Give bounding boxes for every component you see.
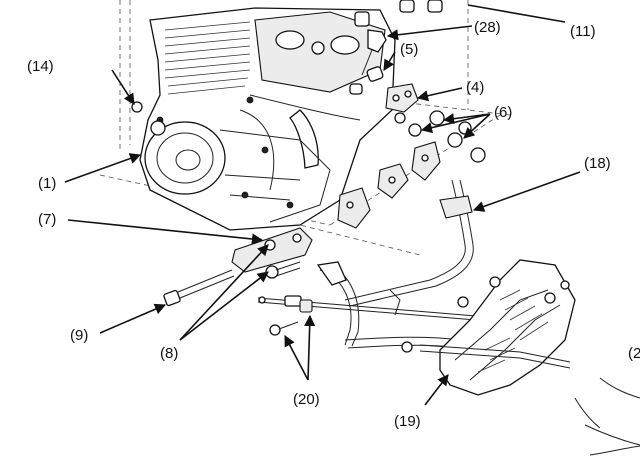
callout-28: (28) — [474, 19, 501, 36]
engine-assembly — [131, 0, 443, 231]
callout-labels: (14) (1) (11) (28) (5) (4) (6) (18) (7) … — [27, 19, 640, 430]
callout-20: (20) — [293, 391, 320, 408]
part-5-collar — [349, 66, 384, 95]
middle-brackets — [337, 141, 441, 229]
part-4-upper-bracket — [385, 83, 419, 113]
callout-18: (18) — [584, 155, 611, 172]
part-20-cable-bolts — [257, 295, 501, 336]
cylinder-fins — [164, 21, 251, 95]
rear-partial-part — [574, 377, 640, 456]
skid-plate-grille — [477, 289, 549, 373]
part-28-clamp — [361, 29, 387, 76]
callout-8: (8) — [160, 345, 178, 362]
callout-6: (6) — [494, 104, 512, 121]
exhaust-stub — [289, 109, 319, 169]
callout-11: (11) — [570, 23, 596, 40]
part-18-subframe — [316, 179, 474, 353]
part-19-skid-plate — [419, 259, 576, 396]
callout-7: (7) — [38, 211, 56, 228]
callout-19: (19) — [394, 413, 421, 430]
callout-2-partial: (2 — [628, 345, 640, 362]
callout-14: (14) — [27, 58, 54, 75]
callout-9: (9) — [70, 327, 88, 344]
part-9-long-bolt — [163, 269, 235, 307]
callout-5: (5) — [400, 41, 418, 58]
callout-1: (1) — [38, 175, 56, 192]
part-7-engine-hanger — [231, 227, 313, 273]
callout-4: (4) — [466, 79, 484, 96]
leader-lines — [64, 4, 581, 406]
